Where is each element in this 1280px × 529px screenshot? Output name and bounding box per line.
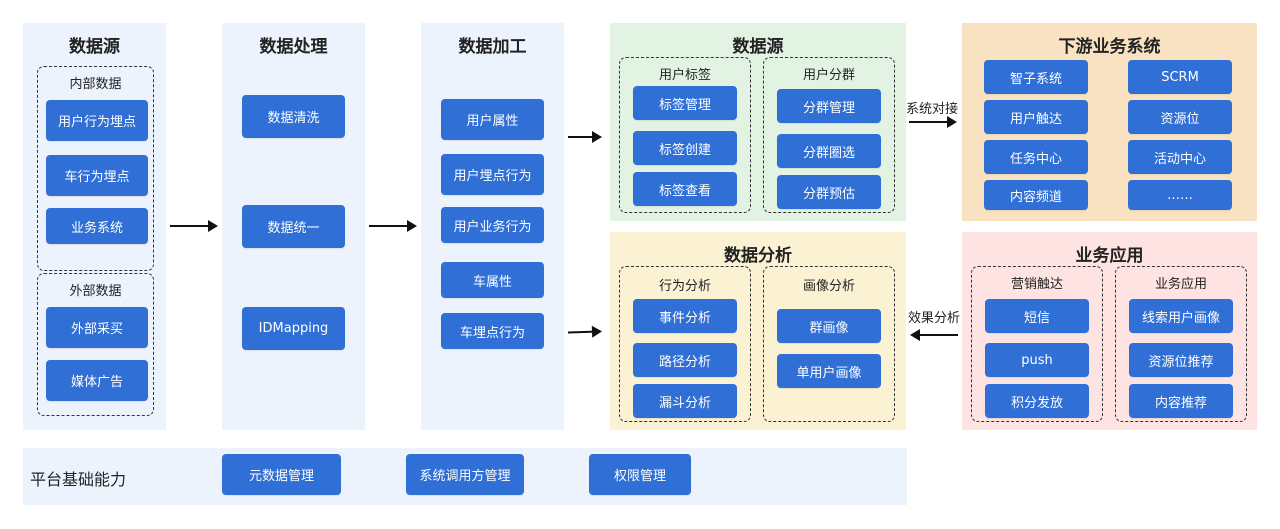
business-apps-panel: 业务应用 营销触达 短信 push 积分发放 业务应用 线索用户画像 资源位推荐… bbox=[962, 232, 1257, 430]
permission-management-button[interactable]: 权限管理 bbox=[589, 454, 691, 495]
activity-center-button[interactable]: 活动中心 bbox=[1128, 140, 1232, 174]
user-attributes-button[interactable]: 用户属性 bbox=[441, 99, 544, 140]
tag-create-button[interactable]: 标签创建 bbox=[633, 131, 737, 165]
behavior-analysis-title: 行为分析 bbox=[658, 279, 711, 294]
user-reach-button[interactable]: 用户触达 bbox=[984, 100, 1088, 134]
single-user-portrait-button[interactable]: 单用户画像 bbox=[777, 354, 881, 388]
metadata-management-button[interactable]: 元数据管理 bbox=[222, 454, 341, 495]
data-source-output-title: 数据源 bbox=[732, 37, 784, 57]
data-source-output-panel: 数据源 用户标签 标签管理 标签创建 标签查看 用户分群 分群管理 分群圈选 分… bbox=[610, 23, 906, 221]
system-docking-label: 系统对接 bbox=[906, 102, 959, 117]
group-portrait-button[interactable]: 群画像 bbox=[777, 309, 881, 343]
segment-estimate-button[interactable]: 分群预估 bbox=[777, 175, 881, 209]
internal-data-group: 内部数据 用户行为埋点 车行为埋点 业务系统 bbox=[37, 66, 154, 271]
data-processing-title: 数据处理 bbox=[259, 37, 328, 57]
external-data-group: 外部数据 外部采买 媒体广告 bbox=[37, 273, 154, 416]
marketing-reach-title: 营销触达 bbox=[1010, 277, 1063, 292]
segment-management-button[interactable]: 分群管理 bbox=[777, 89, 881, 123]
tag-view-button[interactable]: 标签查看 bbox=[633, 172, 737, 206]
content-recommend-button[interactable]: 内容推荐 bbox=[1129, 384, 1233, 418]
task-center-button[interactable]: 任务中心 bbox=[984, 140, 1088, 174]
arrow-system-docking bbox=[909, 116, 957, 128]
media-ads-button[interactable]: 媒体广告 bbox=[46, 360, 148, 401]
effect-analysis-label: 效果分析 bbox=[908, 311, 961, 326]
user-tags-title: 用户标签 bbox=[658, 68, 711, 83]
more-button[interactable]: …… bbox=[1128, 180, 1232, 210]
arrow-processing-to-enrichment bbox=[369, 220, 417, 232]
business-app-group: 业务应用 线索用户画像 资源位推荐 内容推荐 bbox=[1115, 266, 1247, 422]
vehicle-tracking-behavior-button[interactable]: 车埋点行为 bbox=[441, 313, 544, 349]
data-analysis-panel: 数据分析 行为分析 事件分析 路径分析 漏斗分析 画像分析 群画像 单用户画像 bbox=[610, 232, 906, 430]
path-analysis-button[interactable]: 路径分析 bbox=[633, 343, 737, 377]
downstream-systems-panel: 下游业务系统 智子系统 用户触达 任务中心 内容频道 SCRM 资源位 活动中心… bbox=[962, 23, 1257, 221]
tag-management-button[interactable]: 标签管理 bbox=[633, 86, 737, 120]
points-issuance-button[interactable]: 积分发放 bbox=[985, 384, 1089, 418]
external-purchase-button[interactable]: 外部采买 bbox=[46, 307, 148, 348]
business-apps-title: 业务应用 bbox=[1075, 246, 1144, 266]
data-analysis-title: 数据分析 bbox=[724, 246, 792, 266]
push-button[interactable]: push bbox=[985, 343, 1089, 377]
data-sources-panel: 数据源 内部数据 用户行为埋点 车行为埋点 业务系统 外部数据 外部采买 媒体广… bbox=[23, 23, 166, 430]
external-data-title: 外部数据 bbox=[69, 284, 122, 299]
event-analysis-button[interactable]: 事件分析 bbox=[633, 299, 737, 333]
user-segments-group: 用户分群 分群管理 分群圈选 分群预估 bbox=[763, 57, 895, 213]
arrow-enrichment-to-analysis bbox=[567, 330, 601, 334]
segment-select-button[interactable]: 分群圈选 bbox=[777, 134, 881, 168]
vehicle-attributes-button[interactable]: 车属性 bbox=[441, 262, 544, 298]
content-channel-button[interactable]: 内容频道 bbox=[984, 180, 1088, 210]
vehicle-behavior-tracking-button[interactable]: 车行为埋点 bbox=[46, 155, 148, 196]
portrait-analysis-group: 画像分析 群画像 单用户画像 bbox=[763, 266, 895, 422]
data-unification-button[interactable]: 数据统一 bbox=[242, 205, 345, 248]
downstream-systems-title: 下游业务系统 bbox=[1058, 37, 1161, 57]
funnel-analysis-button[interactable]: 漏斗分析 bbox=[633, 384, 737, 418]
internal-data-title: 内部数据 bbox=[69, 77, 122, 92]
sms-button[interactable]: 短信 bbox=[985, 299, 1089, 333]
data-cleaning-button[interactable]: 数据清洗 bbox=[242, 95, 345, 138]
platform-title: 平台基础能力 bbox=[30, 470, 127, 489]
marketing-reach-group: 营销触达 短信 push 积分发放 bbox=[971, 266, 1103, 422]
user-segments-title: 用户分群 bbox=[802, 68, 855, 83]
arrow-effect-analysis bbox=[910, 329, 958, 341]
arrow-sources-to-processing bbox=[170, 220, 218, 232]
zhizi-system-button[interactable]: 智子系统 bbox=[984, 60, 1088, 94]
data-sources-title: 数据源 bbox=[69, 37, 120, 57]
business-app-title: 业务应用 bbox=[1154, 277, 1207, 292]
resource-slot-button[interactable]: 资源位 bbox=[1128, 100, 1232, 134]
scrm-button[interactable]: SCRM bbox=[1128, 60, 1232, 94]
data-enrichment-panel: 数据加工 用户属性 用户埋点行为 用户业务行为 车属性 车埋点行为 bbox=[421, 23, 564, 430]
behavior-analysis-group: 行为分析 事件分析 路径分析 漏斗分析 bbox=[619, 266, 751, 422]
user-tags-group: 用户标签 标签管理 标签创建 标签查看 bbox=[619, 57, 751, 213]
portrait-analysis-title: 画像分析 bbox=[802, 279, 855, 294]
arrow-enrichment-to-source-output bbox=[568, 131, 602, 143]
resource-slot-recommend-button[interactable]: 资源位推荐 bbox=[1129, 343, 1233, 377]
lead-user-portrait-button[interactable]: 线索用户画像 bbox=[1129, 299, 1233, 333]
user-business-behavior-button[interactable]: 用户业务行为 bbox=[441, 207, 544, 243]
platform-bar: 平台基础能力 元数据管理 系统调用方管理 权限管理 bbox=[23, 448, 907, 505]
user-behavior-tracking-button[interactable]: 用户行为埋点 bbox=[46, 100, 148, 141]
caller-management-button[interactable]: 系统调用方管理 bbox=[406, 454, 524, 495]
id-mapping-button[interactable]: IDMapping bbox=[242, 307, 345, 350]
data-processing-panel: 数据处理 数据清洗 数据统一 IDMapping bbox=[222, 23, 365, 430]
user-tracking-behavior-button[interactable]: 用户埋点行为 bbox=[441, 154, 544, 195]
business-system-button[interactable]: 业务系统 bbox=[46, 208, 148, 244]
data-enrichment-title: 数据加工 bbox=[458, 37, 527, 57]
